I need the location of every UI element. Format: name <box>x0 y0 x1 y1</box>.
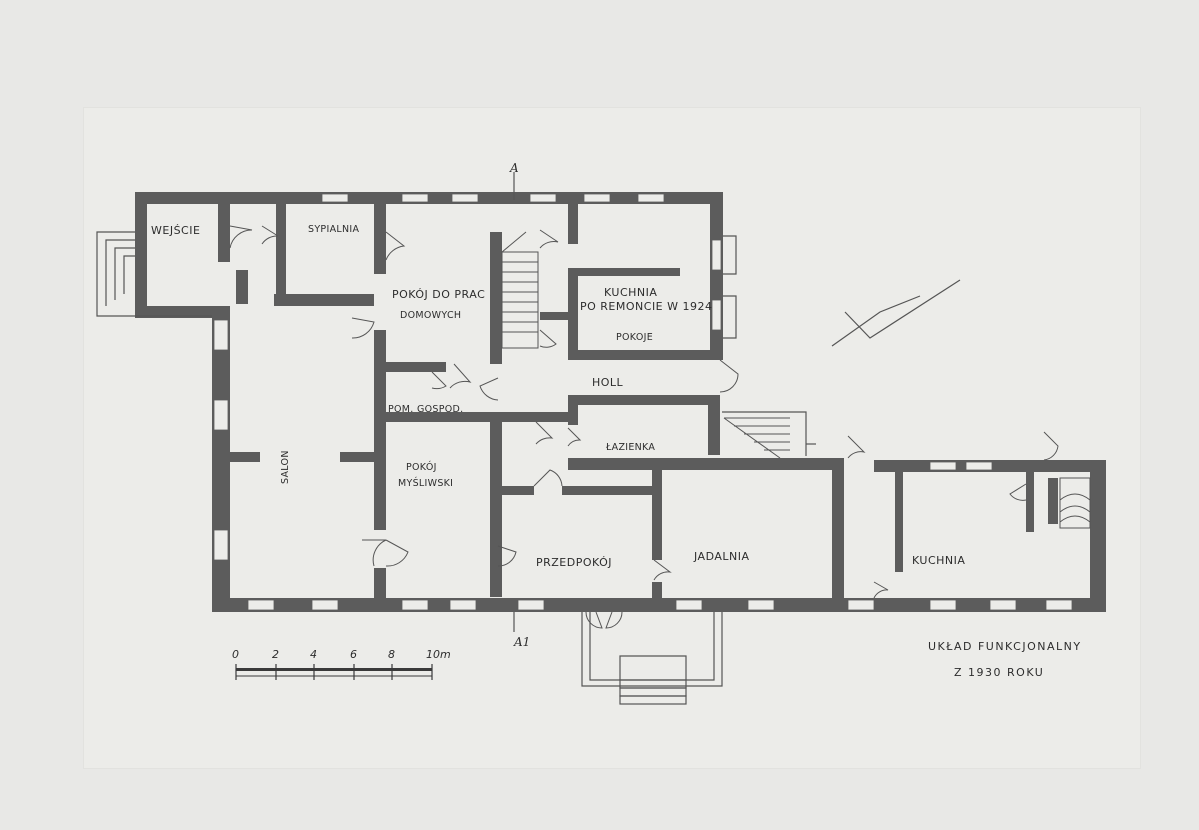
label-jadalnia: JADALNIA <box>693 550 750 563</box>
label-pokoje: POKOJE <box>616 332 653 343</box>
wall-entrance-bottom <box>135 306 230 318</box>
wall-jadalnia-west-lower <box>652 582 662 610</box>
wall-pokoje-bottom <box>570 350 720 360</box>
scale-tick-4: 4 <box>310 648 317 661</box>
wall-pokoj-prac-bottom <box>386 362 446 372</box>
wall-sypialnia-bottom <box>274 294 374 306</box>
wall-sypialnia-west <box>276 204 286 304</box>
caption: UKŁAD FUNKCJONALNY Z 1930 ROKU <box>928 640 1082 679</box>
scale-tick-10m: 10m <box>426 648 451 661</box>
wall-staircase-west <box>490 232 502 364</box>
wall-salon-east <box>374 330 386 530</box>
wall-kuchnia-west-top <box>568 204 578 244</box>
label-pokoj-prac-2: DOMOWYCH <box>400 310 461 321</box>
label-pom-gospod: POM. GOSPOD. <box>388 404 463 415</box>
wall-sypialnia-east <box>374 204 386 274</box>
wall-salon-east-lower <box>374 568 386 608</box>
wall-jadalnia-top <box>568 458 844 470</box>
label-pokoj-prac-1: POKÓJ DO PRAC <box>392 288 485 301</box>
wall-east-top <box>710 192 723 360</box>
wall-entrance-east-lower <box>236 270 248 304</box>
label-salon: SALON <box>280 450 291 484</box>
caption-line-2: Z 1930 ROKU <box>954 666 1044 679</box>
label-pokoj-mysliwski-1: POKÓJ <box>406 461 437 473</box>
wall-top <box>135 192 723 204</box>
label-kuchnia-remont-1: KUCHNIA <box>604 286 657 299</box>
label-pokoj-mysliwski-2: MYŚLIWSKI <box>398 477 453 489</box>
wall-lazienka-east <box>708 395 720 455</box>
label-sypialnia: SYPIALNIA <box>308 224 359 235</box>
wall-entrance-east <box>218 204 230 262</box>
label-kuchnia: KUCHNIA <box>912 554 965 567</box>
wall-przedpokoj-top-right <box>562 486 656 495</box>
label-przedpokoj: PRZEDPOKÓJ <box>536 556 612 569</box>
wall-pom-gospod-bottom <box>386 412 498 422</box>
drawing-plate <box>84 108 1140 768</box>
label-holl: HOLL <box>592 376 624 389</box>
scale-bar: 0 2 4 6 8 10m <box>232 648 451 680</box>
stairs <box>501 231 1091 529</box>
porches <box>96 172 961 705</box>
label-kuchnia-remont-2: PO REMONCIE W 1924 <box>580 300 713 313</box>
wall-kuchnia-west <box>568 268 578 360</box>
room-labels: WEJŚCIE SYPIALNIA POKÓJ DO PRAC DOMOWYCH… <box>151 224 965 569</box>
wall-kuchnia-stair-west <box>1048 478 1058 524</box>
walls <box>135 192 1106 612</box>
wall-lazienka-west <box>568 395 578 425</box>
door-swings <box>229 225 1059 629</box>
wall-salon-stub-left <box>230 452 260 462</box>
wall-kuchnia-partition-east <box>1026 472 1034 532</box>
wall-kuchnia-partition <box>895 472 903 572</box>
label-wejscie: WEJŚCIE <box>151 224 200 237</box>
section-marker-top: A <box>509 161 519 175</box>
scale-tick-2: 2 <box>272 648 279 661</box>
scale-tick-0: 0 <box>232 648 239 661</box>
label-lazienka: ŁAZIENKA <box>605 442 655 453</box>
wall-jadalnia-west <box>652 470 662 560</box>
windows <box>213 193 1073 611</box>
wall-entrance-west <box>135 192 147 316</box>
caption-line-1: UKŁAD FUNKCJONALNY <box>928 640 1082 653</box>
wall-stair-landing <box>540 312 570 320</box>
wall-jadalnia-east <box>832 458 844 610</box>
wall-lazienka-top <box>568 395 720 405</box>
scale-tick-6: 6 <box>350 648 357 661</box>
scale-tick-8: 8 <box>388 648 395 661</box>
wall-west <box>212 306 230 612</box>
section-marker-bottom: A1 <box>513 635 530 649</box>
wall-przedpokoj-top-left <box>498 486 534 495</box>
wall-kuchnia-east <box>1090 460 1106 612</box>
wall-holl-lower <box>498 412 578 422</box>
wall-bottom-east <box>842 598 1106 612</box>
wall-mysliwski-east <box>490 412 502 597</box>
section-markers: A A1 <box>509 161 530 649</box>
wall-salon-stub-right <box>340 452 376 462</box>
wall-kuchnia-inner <box>578 268 680 276</box>
